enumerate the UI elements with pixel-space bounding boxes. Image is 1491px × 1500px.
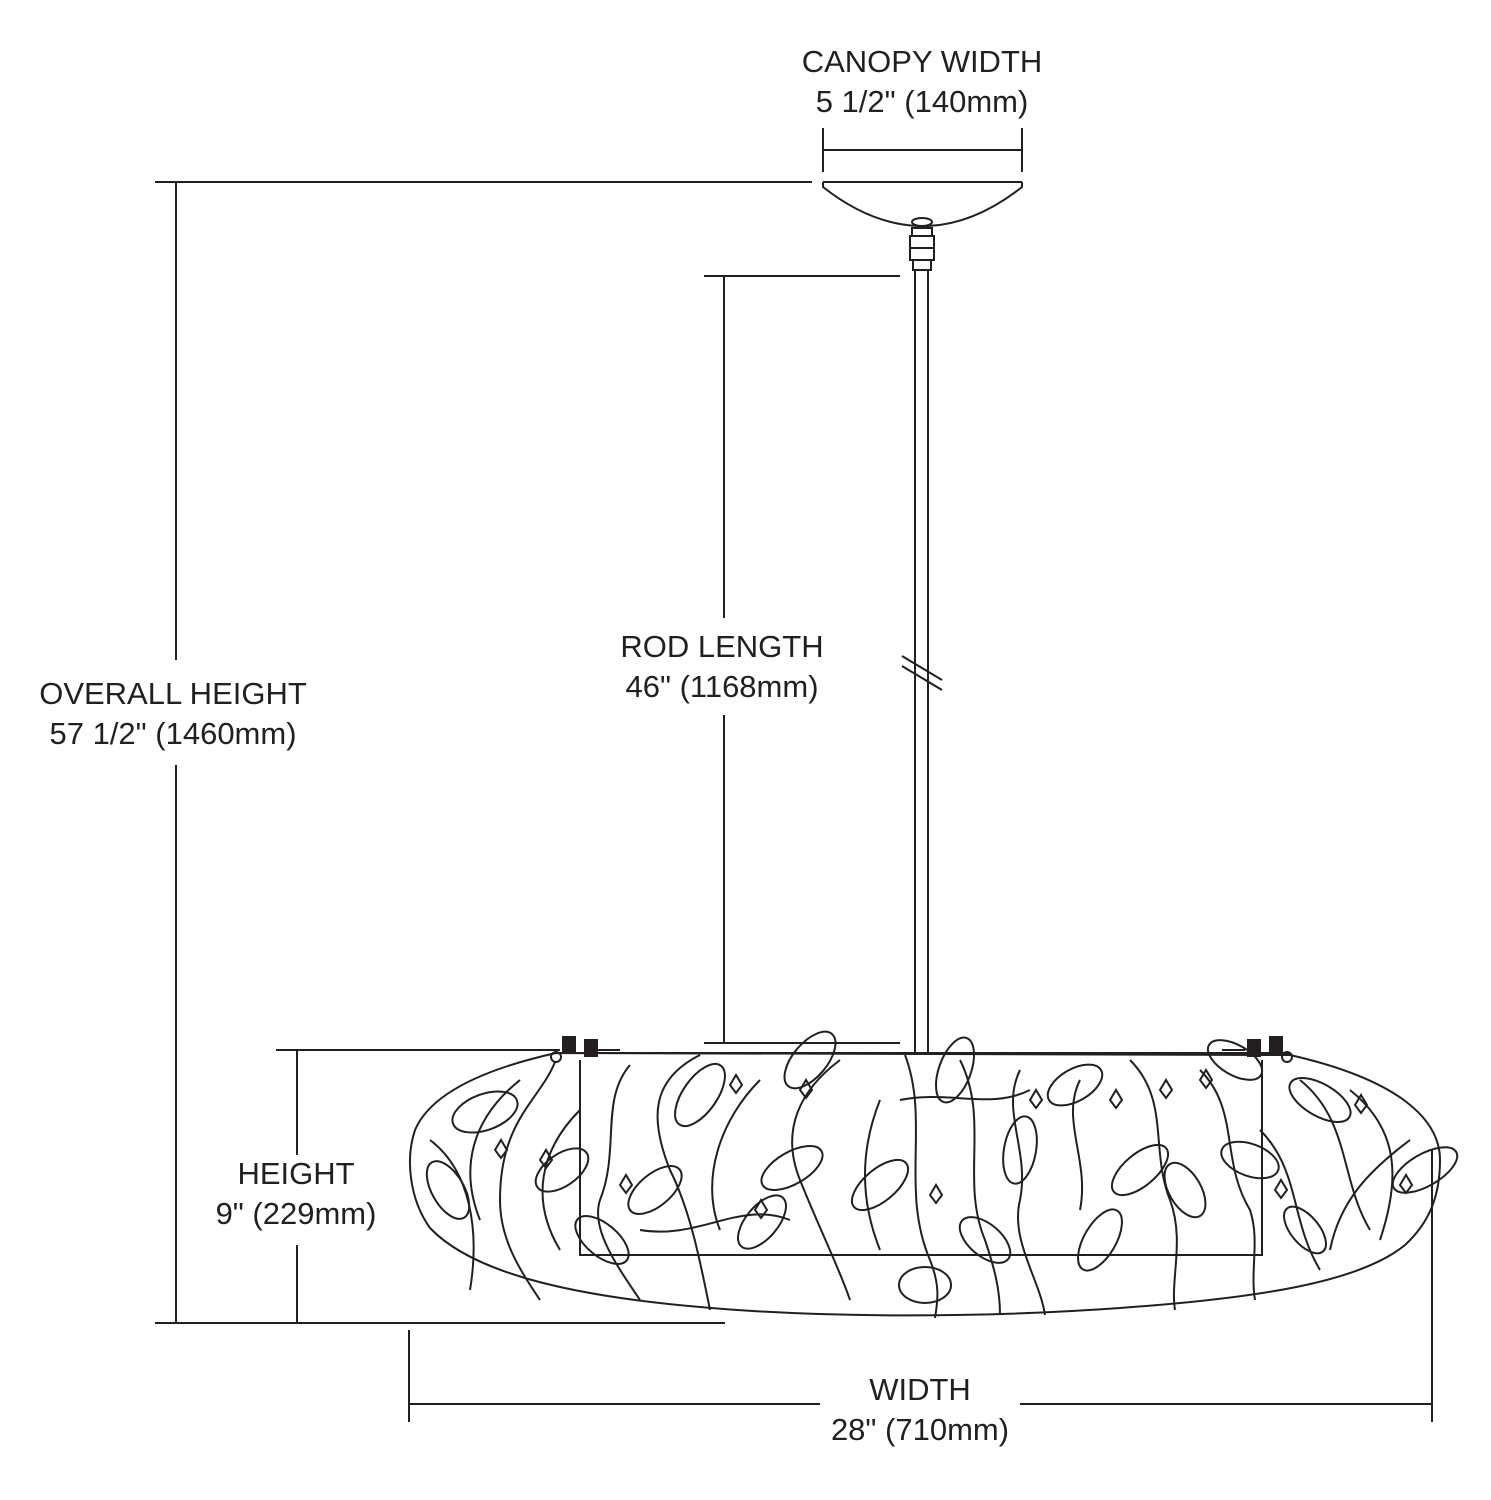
canopy-width-title: CANOPY WIDTH <box>801 44 1043 79</box>
rod-length-value: 46" (1168mm) <box>625 669 819 704</box>
width-label: WIDTH 28" (710mm) <box>831 1370 1009 1450</box>
overall-height-label: OVERALL HEIGHT 57 1/2" (1460mm) <box>39 674 307 754</box>
height-title: HEIGHT <box>237 1156 355 1191</box>
canopy <box>822 181 1023 227</box>
width-value: 28" (710mm) <box>830 1412 1010 1447</box>
width-dimension-line <box>408 1150 1433 1422</box>
canopy-width-label: CANOPY WIDTH 5 1/2" (140mm) <box>802 42 1043 122</box>
height-label: HEIGHT 9" (229mm) <box>216 1154 377 1234</box>
overall-height-title: OVERALL HEIGHT <box>39 676 307 711</box>
rod <box>901 227 943 1052</box>
overall-height-value: 57 1/2" (1460mm) <box>49 716 297 751</box>
width-title: WIDTH <box>869 1372 971 1407</box>
canopy-width-dimension-line <box>822 128 1023 172</box>
overall-height-dimension-line <box>155 181 812 1324</box>
rod-length-label: ROD LENGTH 46" (1168mm) <box>620 627 823 707</box>
fixture-body <box>409 1030 1459 1319</box>
canopy-width-value: 5 1/2" (140mm) <box>815 84 1029 119</box>
rod-length-title: ROD LENGTH <box>620 629 824 664</box>
height-dimension-line <box>276 1049 560 1323</box>
height-value: 9" (229mm) <box>215 1196 377 1231</box>
